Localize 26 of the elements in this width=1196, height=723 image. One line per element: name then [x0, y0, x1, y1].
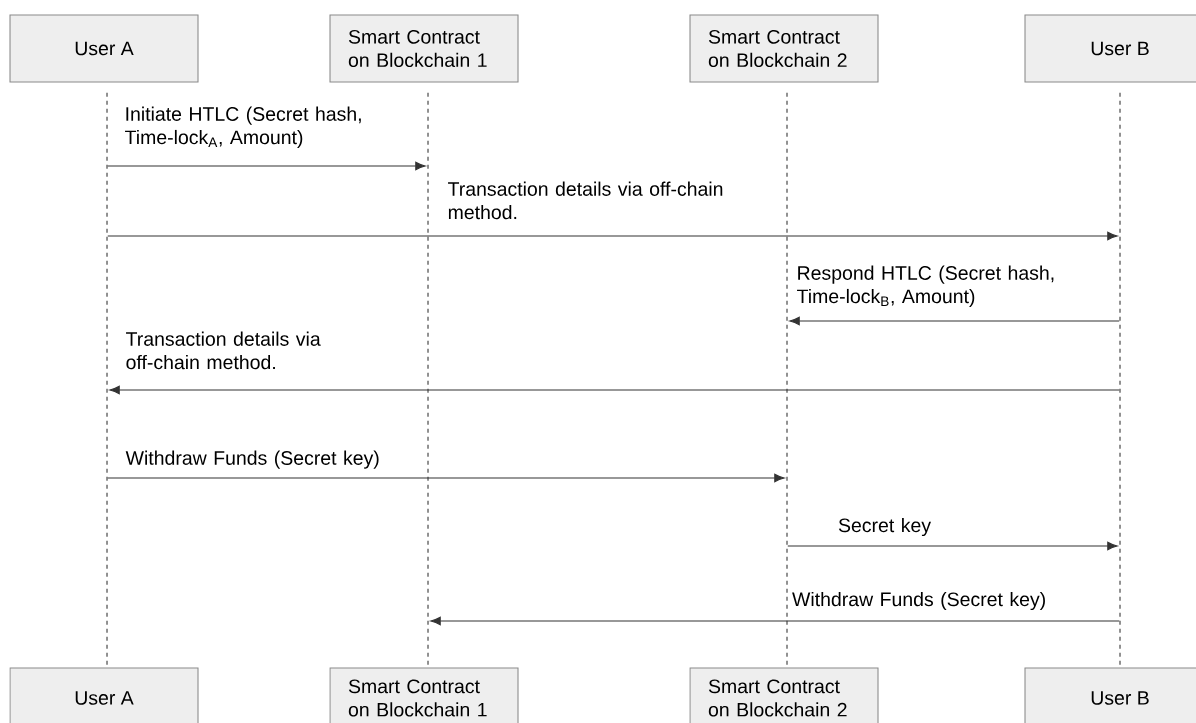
lifeline — [786, 92, 788, 667]
participant-box: Smart Contract on Blockchain 2 — [689, 14, 879, 83]
message-label: Initiate HTLC (Secret hash, Time-lock$_{A}$, Amount) — [125, 106, 361, 149]
message-label: Respond HTLC (Secret hash, Time-lock$_{B}$, Amount) — [797, 265, 1054, 308]
message-label: Withdraw Funds (Secret key) — [125, 450, 379, 469]
message-label: Secret key — [838, 517, 931, 537]
message-arrow — [789, 316, 1120, 326]
participant-box: User A — [9, 14, 199, 83]
participant-box: User B — [1024, 14, 1196, 83]
participant-box: Smart Contract on Blockchain 1 — [329, 14, 519, 83]
message-arrow — [107, 161, 426, 171]
participant-box: Smart Contract on Blockchain 1 — [329, 667, 519, 723]
message-arrow — [430, 616, 1120, 626]
participant-box: User B — [1024, 667, 1196, 723]
lifeline — [106, 92, 108, 667]
message-label: Transaction details via off-chain method. — [448, 181, 723, 220]
lifeline — [427, 92, 429, 667]
message-arrow — [787, 541, 1118, 551]
lifeline — [1119, 92, 1121, 667]
message-label: Withdraw Funds (Secret key) — [792, 591, 1045, 611]
message-arrow — [109, 385, 1120, 395]
message-label: Transaction details via off-chain method. — [126, 331, 321, 370]
message-arrow — [107, 231, 1118, 241]
message-arrow — [107, 473, 785, 483]
participant-box: User A — [9, 667, 199, 723]
participant-box: Smart Contract on Blockchain 2 — [689, 667, 879, 723]
